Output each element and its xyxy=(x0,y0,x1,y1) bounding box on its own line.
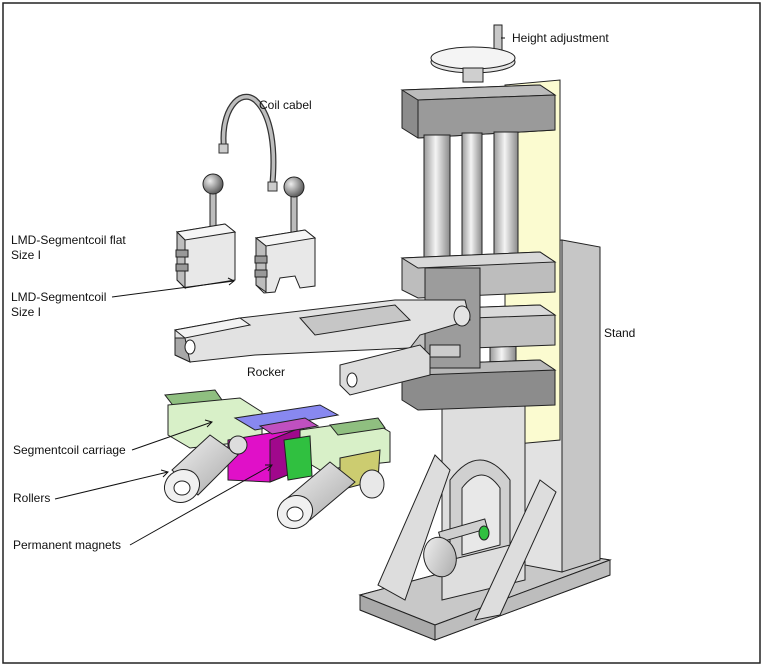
label-rollers: Rollers xyxy=(13,491,51,505)
segmentcoil xyxy=(254,176,317,294)
rollers xyxy=(163,434,385,530)
label-lmd-coil-line1: LMD-Segmentcoil xyxy=(11,290,107,304)
label-lmd-flat-line2: Size I xyxy=(11,248,42,262)
rocker xyxy=(173,299,471,396)
label-rocker: Rocker xyxy=(247,365,286,379)
label-segmentcoil-carriage: Segmentcoil carriage xyxy=(13,443,126,457)
label-height-adjustment: Height adjustment xyxy=(512,31,609,45)
height-adjustment-assembly xyxy=(400,24,557,139)
label-permanent-magnets: Permanent magnets xyxy=(13,538,122,552)
segmentcoil-flat xyxy=(175,173,237,290)
coil-cable xyxy=(218,93,278,192)
label-lmd-flat-line1: LMD-Segmentcoil flat xyxy=(11,233,126,247)
label-stand: Stand xyxy=(604,326,636,340)
leader-lines xyxy=(54,37,505,546)
slide-blocks xyxy=(400,251,557,411)
label-coil-cabel: Coil cabel xyxy=(259,98,312,112)
label-lmd-coil-line2: Size I xyxy=(11,305,42,319)
